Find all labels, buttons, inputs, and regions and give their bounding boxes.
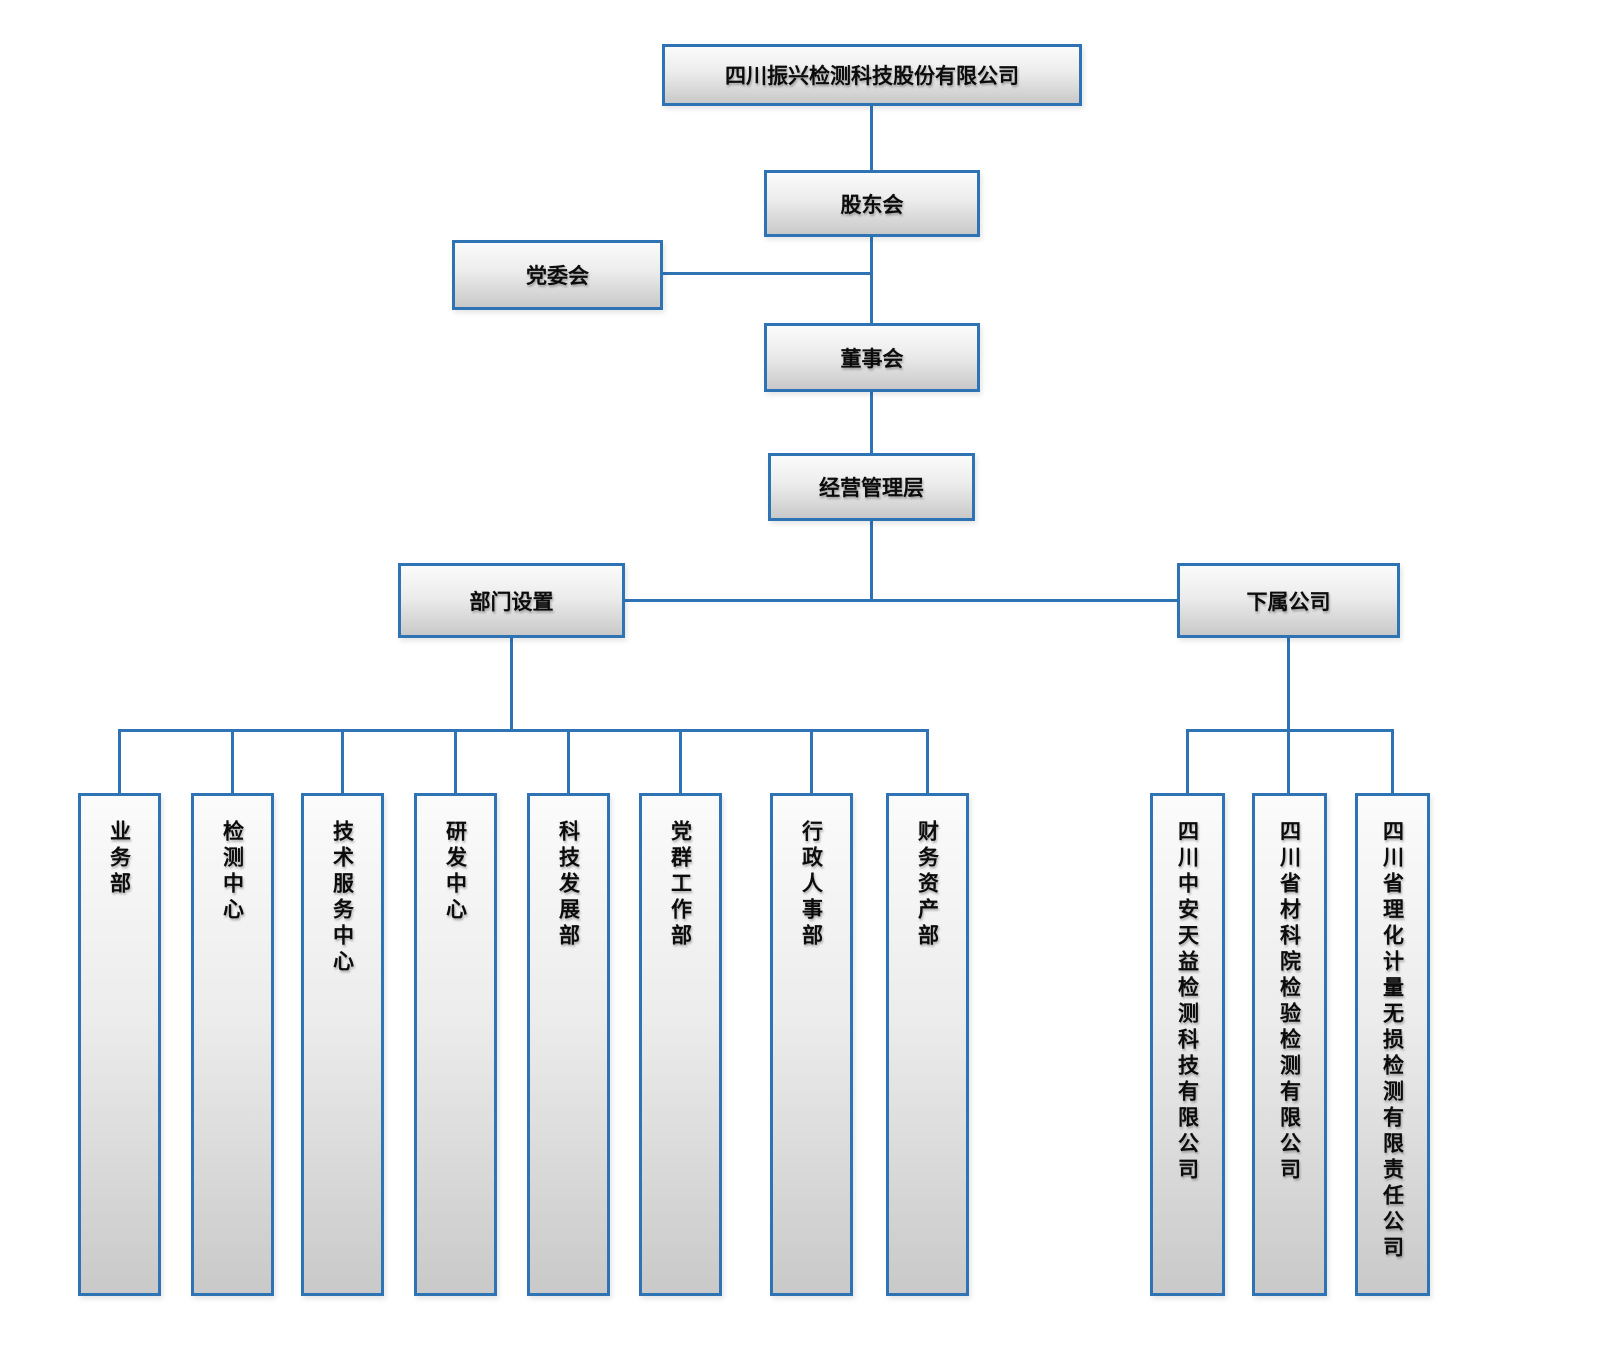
node-department-6: 党群工作部: [638, 793, 722, 1296]
node-label: 部门设置: [469, 589, 554, 614]
node-label: 党群工作部: [668, 820, 693, 950]
node-department-1: 业务部: [77, 793, 161, 1296]
connector-subsidiaries-bar: [1185, 729, 1394, 732]
connector-department-drop: [230, 729, 234, 793]
node-party-committee: 党委会: [452, 240, 663, 310]
connector-split-horizontal: [625, 599, 1177, 602]
node-department-setup: 部门设置: [398, 563, 625, 638]
connector-board-management: [870, 390, 873, 455]
node-label: 四川振兴检测科技股份有限公司: [725, 64, 1019, 88]
node-shareholders-meeting: 股东会: [764, 170, 980, 237]
node-subsidiary-3: 四川省理化计量无损检测有限责任公司: [1354, 793, 1430, 1296]
connector-departments-bar: [117, 729, 929, 732]
node-label: 检测中心: [220, 820, 245, 924]
connector-department-drop: [809, 729, 813, 793]
node-label: 财务资产部: [915, 820, 940, 950]
node-label: 经营管理层: [819, 476, 924, 500]
connector-departments-stem: [510, 636, 513, 731]
connector-department-drop: [453, 729, 457, 793]
node-department-8: 财务资产部: [885, 793, 969, 1296]
node-department-4: 研发中心: [413, 793, 497, 1296]
node-label: 科技发展部: [556, 820, 581, 950]
node-label: 技术服务中心: [330, 820, 355, 976]
connector-shareholders-board: [870, 235, 873, 325]
node-department-2: 检测中心: [190, 793, 274, 1296]
node-management-level: 经营管理层: [768, 453, 975, 521]
connector-subsidiary-drop: [1390, 729, 1394, 793]
node-department-5: 科技发展部: [526, 793, 610, 1296]
node-label: 下属公司: [1246, 589, 1331, 614]
node-label: 四川中安天益检测科技有限公司: [1175, 820, 1200, 1184]
connector-department-drop: [340, 729, 344, 793]
node-subsidiary-2: 四川省材科院检验检测有限公司: [1251, 793, 1327, 1296]
node-department-3: 技术服务中心: [300, 793, 384, 1296]
node-label: 业务部: [107, 820, 132, 898]
node-label: 四川省材科院检验检测有限公司: [1277, 820, 1302, 1184]
connector-department-drop: [566, 729, 570, 793]
connector-party-committee: [663, 272, 872, 275]
connector-management-split: [870, 519, 873, 601]
connector-department-drop: [117, 729, 121, 793]
node-label: 四川省理化计量无损检测有限责任公司: [1380, 820, 1405, 1262]
node-subsidiaries-group: 下属公司: [1177, 563, 1400, 638]
node-company-root: 四川振兴检测科技股份有限公司: [662, 44, 1082, 106]
node-label: 行政人事部: [799, 820, 824, 950]
connector-department-drop: [925, 729, 929, 793]
node-department-7: 行政人事部: [769, 793, 853, 1296]
connector-root-shareholders: [870, 104, 873, 172]
connector-subsidiaries-stem: [1287, 636, 1290, 793]
node-label: 董事会: [840, 346, 904, 371]
node-label: 党委会: [526, 264, 589, 288]
node-board-of-directors: 董事会: [764, 323, 980, 392]
node-label: 股东会: [840, 192, 904, 217]
node-subsidiary-1: 四川中安天益检测科技有限公司: [1149, 793, 1225, 1296]
connector-department-drop: [678, 729, 682, 793]
node-label: 研发中心: [443, 820, 468, 924]
connector-subsidiary-drop: [1185, 729, 1189, 793]
